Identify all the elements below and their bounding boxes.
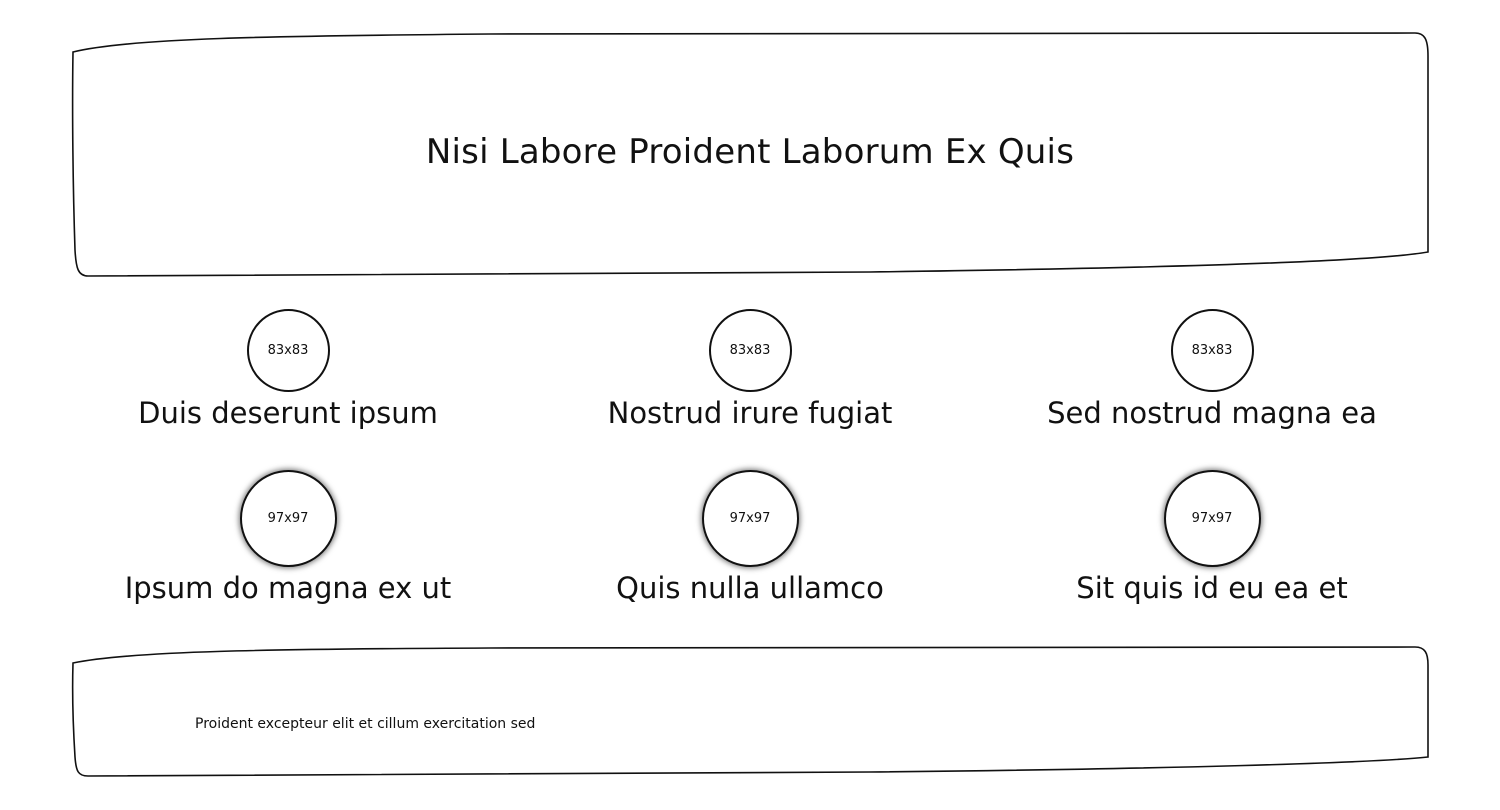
- page-title: Nisi Labore Proident Laborum Ex Quis: [425, 132, 1075, 172]
- feature-label: Quis nulla ullamco: [616, 571, 884, 605]
- feature-label: Sit quis id eu ea et: [1076, 571, 1348, 605]
- feature-label: Nostrud irure fugiat: [607, 396, 893, 430]
- feature-item: 97x97 Ipsum do magna ex ut: [88, 470, 488, 605]
- feature-item: 83x83 Nostrud irure fugiat: [550, 309, 950, 430]
- feature-item: 83x83 Duis deserunt ipsum: [88, 309, 488, 430]
- feature-item: 83x83 Sed nostrud magna ea: [1012, 309, 1412, 430]
- footer-sketch-border: [71, 646, 1429, 777]
- image-placeholder: 83x83: [708, 309, 792, 392]
- footer-text: Proident excepteur elit et cillum exerci…: [195, 716, 536, 732]
- feature-label: Ipsum do magna ex ut: [124, 571, 452, 605]
- image-placeholder: 97x97: [701, 470, 799, 567]
- footer-panel: Proident excepteur elit et cillum exerci…: [70, 645, 1430, 779]
- image-placeholder: 83x83: [1170, 309, 1254, 392]
- header-sketch-border: [71, 32, 1429, 277]
- feature-label: Sed nostrud magna ea: [1047, 396, 1377, 430]
- image-placeholder: 83x83: [246, 309, 330, 392]
- feature-item: 97x97 Sit quis id eu ea et: [1012, 470, 1412, 605]
- image-placeholder: 97x97: [1163, 470, 1261, 567]
- feature-item: 97x97 Quis nulla ullamco: [550, 470, 950, 605]
- header-panel: Nisi Labore Proident Laborum Ex Quis: [70, 30, 1430, 278]
- image-placeholder: 97x97: [239, 470, 337, 567]
- feature-label: Duis deserunt ipsum: [138, 396, 438, 430]
